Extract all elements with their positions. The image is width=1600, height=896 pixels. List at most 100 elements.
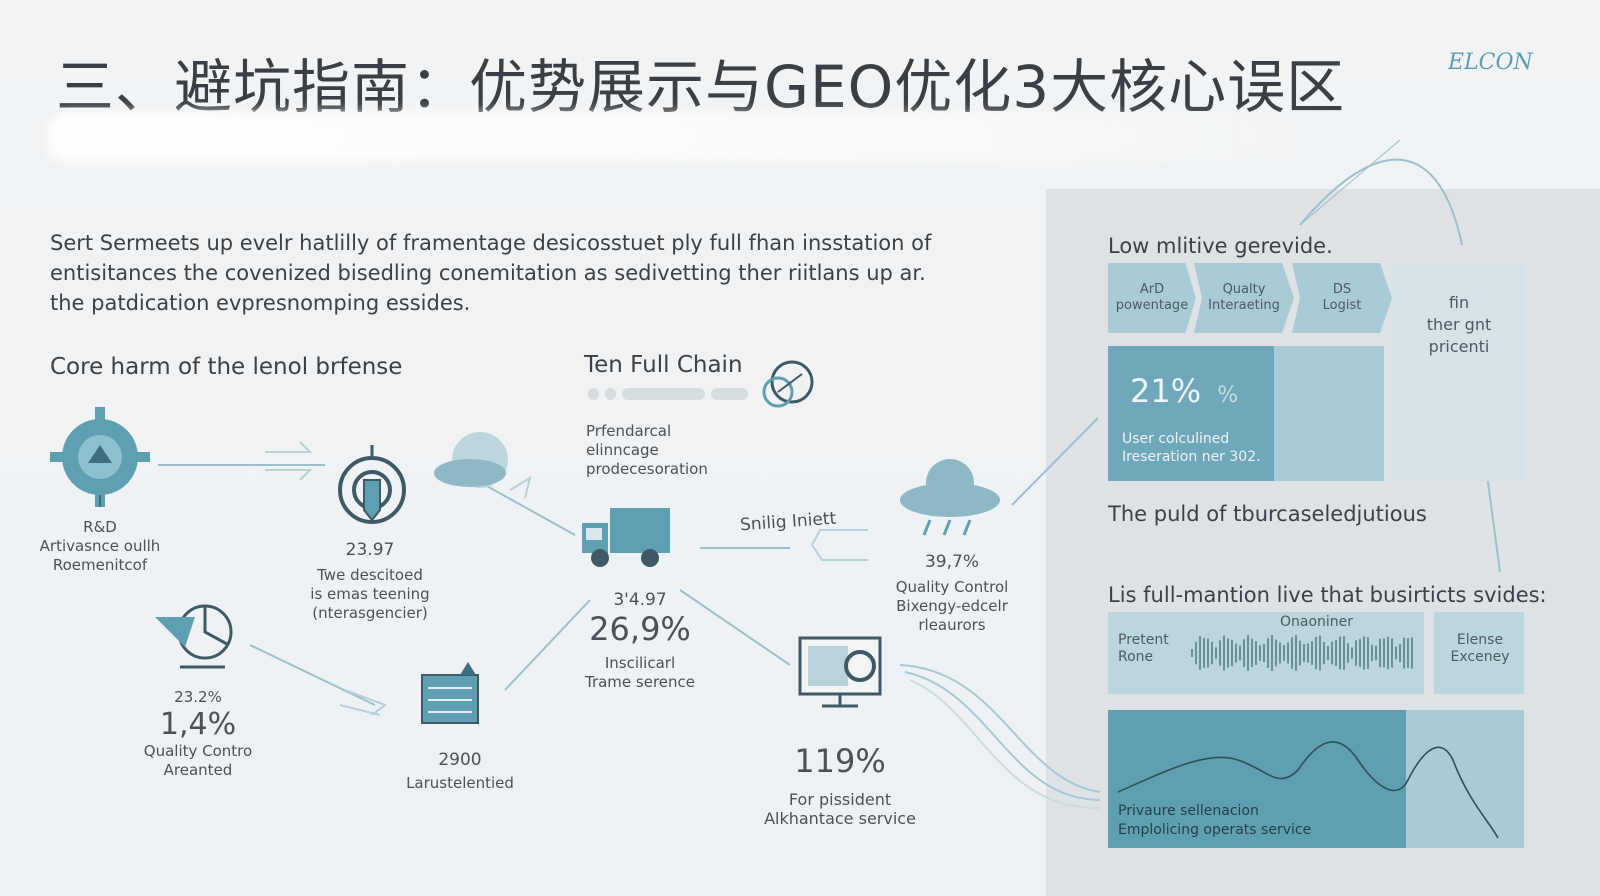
left-section-heading: Core harm of the lenol brfense: [50, 354, 403, 380]
bottom-label2: Emplolicing operats service: [1118, 822, 1312, 838]
intro-paragraph: Sert Sermeets up evelr hatlilly of frame…: [50, 231, 932, 315]
node-document-label1: Larustelentied: [406, 774, 514, 792]
node-quality-small: 23.2%: [174, 688, 222, 706]
node-rd-label3: Roemenitcof: [52, 556, 148, 574]
node-rd: R&D Artivasnce oullh Roemenitcof: [20, 518, 180, 575]
stat-labels: User colculined Ireseration ner 302.: [1122, 430, 1261, 466]
stat-value: 21% %: [1130, 372, 1238, 410]
right-panel-list-heading: Lis full-mantion live that busirticts sv…: [1108, 583, 1547, 607]
monitor-big-value: 119%: [794, 742, 886, 780]
wave-right-labels: Elense Exceney: [1442, 632, 1518, 666]
compass-icon: [155, 604, 233, 669]
line-box-light: [1406, 710, 1524, 848]
stat-value-percent: %: [1217, 383, 1239, 408]
arrow-1: [265, 441, 313, 481]
side-note-line2: ther gnt: [1426, 315, 1492, 334]
node-rd-label1: R&D: [83, 518, 117, 536]
truck-stats: 3'4.97 26,9% Inscilicarl Trame serence: [560, 590, 720, 692]
right-panel-heading: Low mlitive gerevide.: [1108, 234, 1333, 258]
side-note-line3: pricenti: [1428, 337, 1490, 356]
stat-label2: Ireseration ner 302.: [1122, 449, 1261, 465]
connector-6: [679, 589, 791, 666]
connector-2: [249, 644, 376, 706]
node-shield-label1: Twe descitoed: [317, 566, 423, 584]
node-quality: 23.2% 1,4% Quality Contro Areanted: [118, 688, 278, 780]
truck-icon: [582, 508, 670, 567]
bottom-labels: Privaure sellenacion Emplolicing operats…: [1118, 802, 1311, 840]
cloud-icon: [434, 432, 508, 488]
cloud-stats: 39,7% Quality Control Bixengy-edcelr rle…: [872, 552, 1032, 635]
connector-3: [484, 484, 576, 536]
chevron-1-l1: ArD: [1139, 282, 1165, 297]
brand-logo: ELCON: [1448, 50, 1533, 75]
chevron-2-l1: Qualty: [1222, 282, 1266, 297]
truck-label1: Prfendarcal: [586, 422, 672, 440]
node-shield: 23.97 Twe descitoed is emas teening (nte…: [290, 540, 450, 623]
line-graphic: [1117, 741, 1499, 839]
wave-left-labels: Pretent Rone: [1118, 632, 1169, 666]
monitor-label1: For pissident: [788, 790, 892, 809]
line-box-dark: [1108, 710, 1406, 848]
stat-box-light: [1274, 346, 1384, 481]
monitor-stats: 119% For pissident Alkhantace service: [750, 742, 930, 828]
arrow-2: [339, 689, 388, 716]
wave-right2: Exceney: [1450, 649, 1510, 665]
bike-icon: [762, 360, 814, 408]
cloud-label1: Quality Control: [895, 578, 1009, 596]
monitor-icon: [798, 636, 882, 708]
connector-7: [1011, 417, 1099, 506]
wave-caption: Onaoniner: [1280, 614, 1354, 630]
progress-dots: [588, 388, 748, 400]
truck-big-value: 26,9%: [589, 610, 691, 648]
wave-left2: Rone: [1118, 649, 1154, 665]
arrow-3: [810, 529, 868, 561]
node-quality-label1: Quality Contro: [143, 742, 253, 760]
waveform-graphic: [1191, 635, 1413, 671]
bottom-label1: Privaure sellenacion: [1118, 803, 1259, 819]
truck-sub1: Inscilicarl: [604, 654, 676, 672]
arrow-4: [509, 475, 532, 499]
connector-4: [504, 599, 591, 691]
cloud-value: 39,7%: [924, 552, 979, 572]
truck-top-labels: Prfendarcal elinncage prodecesoration: [586, 422, 708, 479]
page-title: 三、避坑指南：优势展示与GEO优化3大核心误区: [56, 53, 1346, 121]
storm-cloud-icon: [900, 459, 1000, 536]
right-panel-middle-text: The puld of tburcaseledjutious: [1108, 502, 1427, 526]
truck-value: 3'4.97: [613, 590, 667, 610]
chevron-1-l2: powentage: [1115, 298, 1189, 313]
chevron-3-l1: DS: [1332, 282, 1352, 297]
gear-icon: [50, 407, 150, 507]
stat-label1: User colculined: [1122, 431, 1230, 447]
curve-top: [1299, 158, 1463, 246]
cloud-label2: Bixengy-edcelr: [896, 597, 1008, 615]
node-quality-label2: Areanted: [163, 761, 233, 779]
node-shield-value: 23.97: [345, 540, 395, 560]
cloud-label3: rleaurors: [918, 616, 986, 634]
truck-sub2: Trame serence: [584, 673, 696, 691]
truck-label3: prodecesoration: [586, 460, 708, 478]
node-document-value: 2900: [438, 750, 482, 770]
middle-section-heading: Ten Full Chain: [584, 352, 743, 378]
stat-value-number: 21%: [1130, 372, 1202, 410]
side-note-line1: fin: [1448, 293, 1470, 312]
side-note: fin ther gnt pricenti: [1394, 292, 1524, 358]
document-icon: [421, 662, 479, 724]
node-quality-big: 1,4%: [159, 707, 237, 742]
wave-right1: Elense: [1456, 632, 1504, 648]
stat-box-dark: [1108, 346, 1274, 481]
wave-side-box: [1434, 612, 1524, 694]
curve-top-2: [1299, 139, 1401, 226]
node-rd-label2: Artivasnce oullh: [39, 537, 161, 555]
blurred-subtitle: [48, 112, 1348, 162]
side-note-box: [1394, 263, 1524, 481]
shield-icon: [338, 445, 406, 524]
node-shield-label2: is emas teening: [310, 585, 430, 603]
monitor-label2: Alkhantace service: [764, 809, 916, 828]
node-shield-label3: (nterasgencier): [312, 604, 428, 622]
chevron-3-l2: Logist: [1322, 298, 1362, 313]
